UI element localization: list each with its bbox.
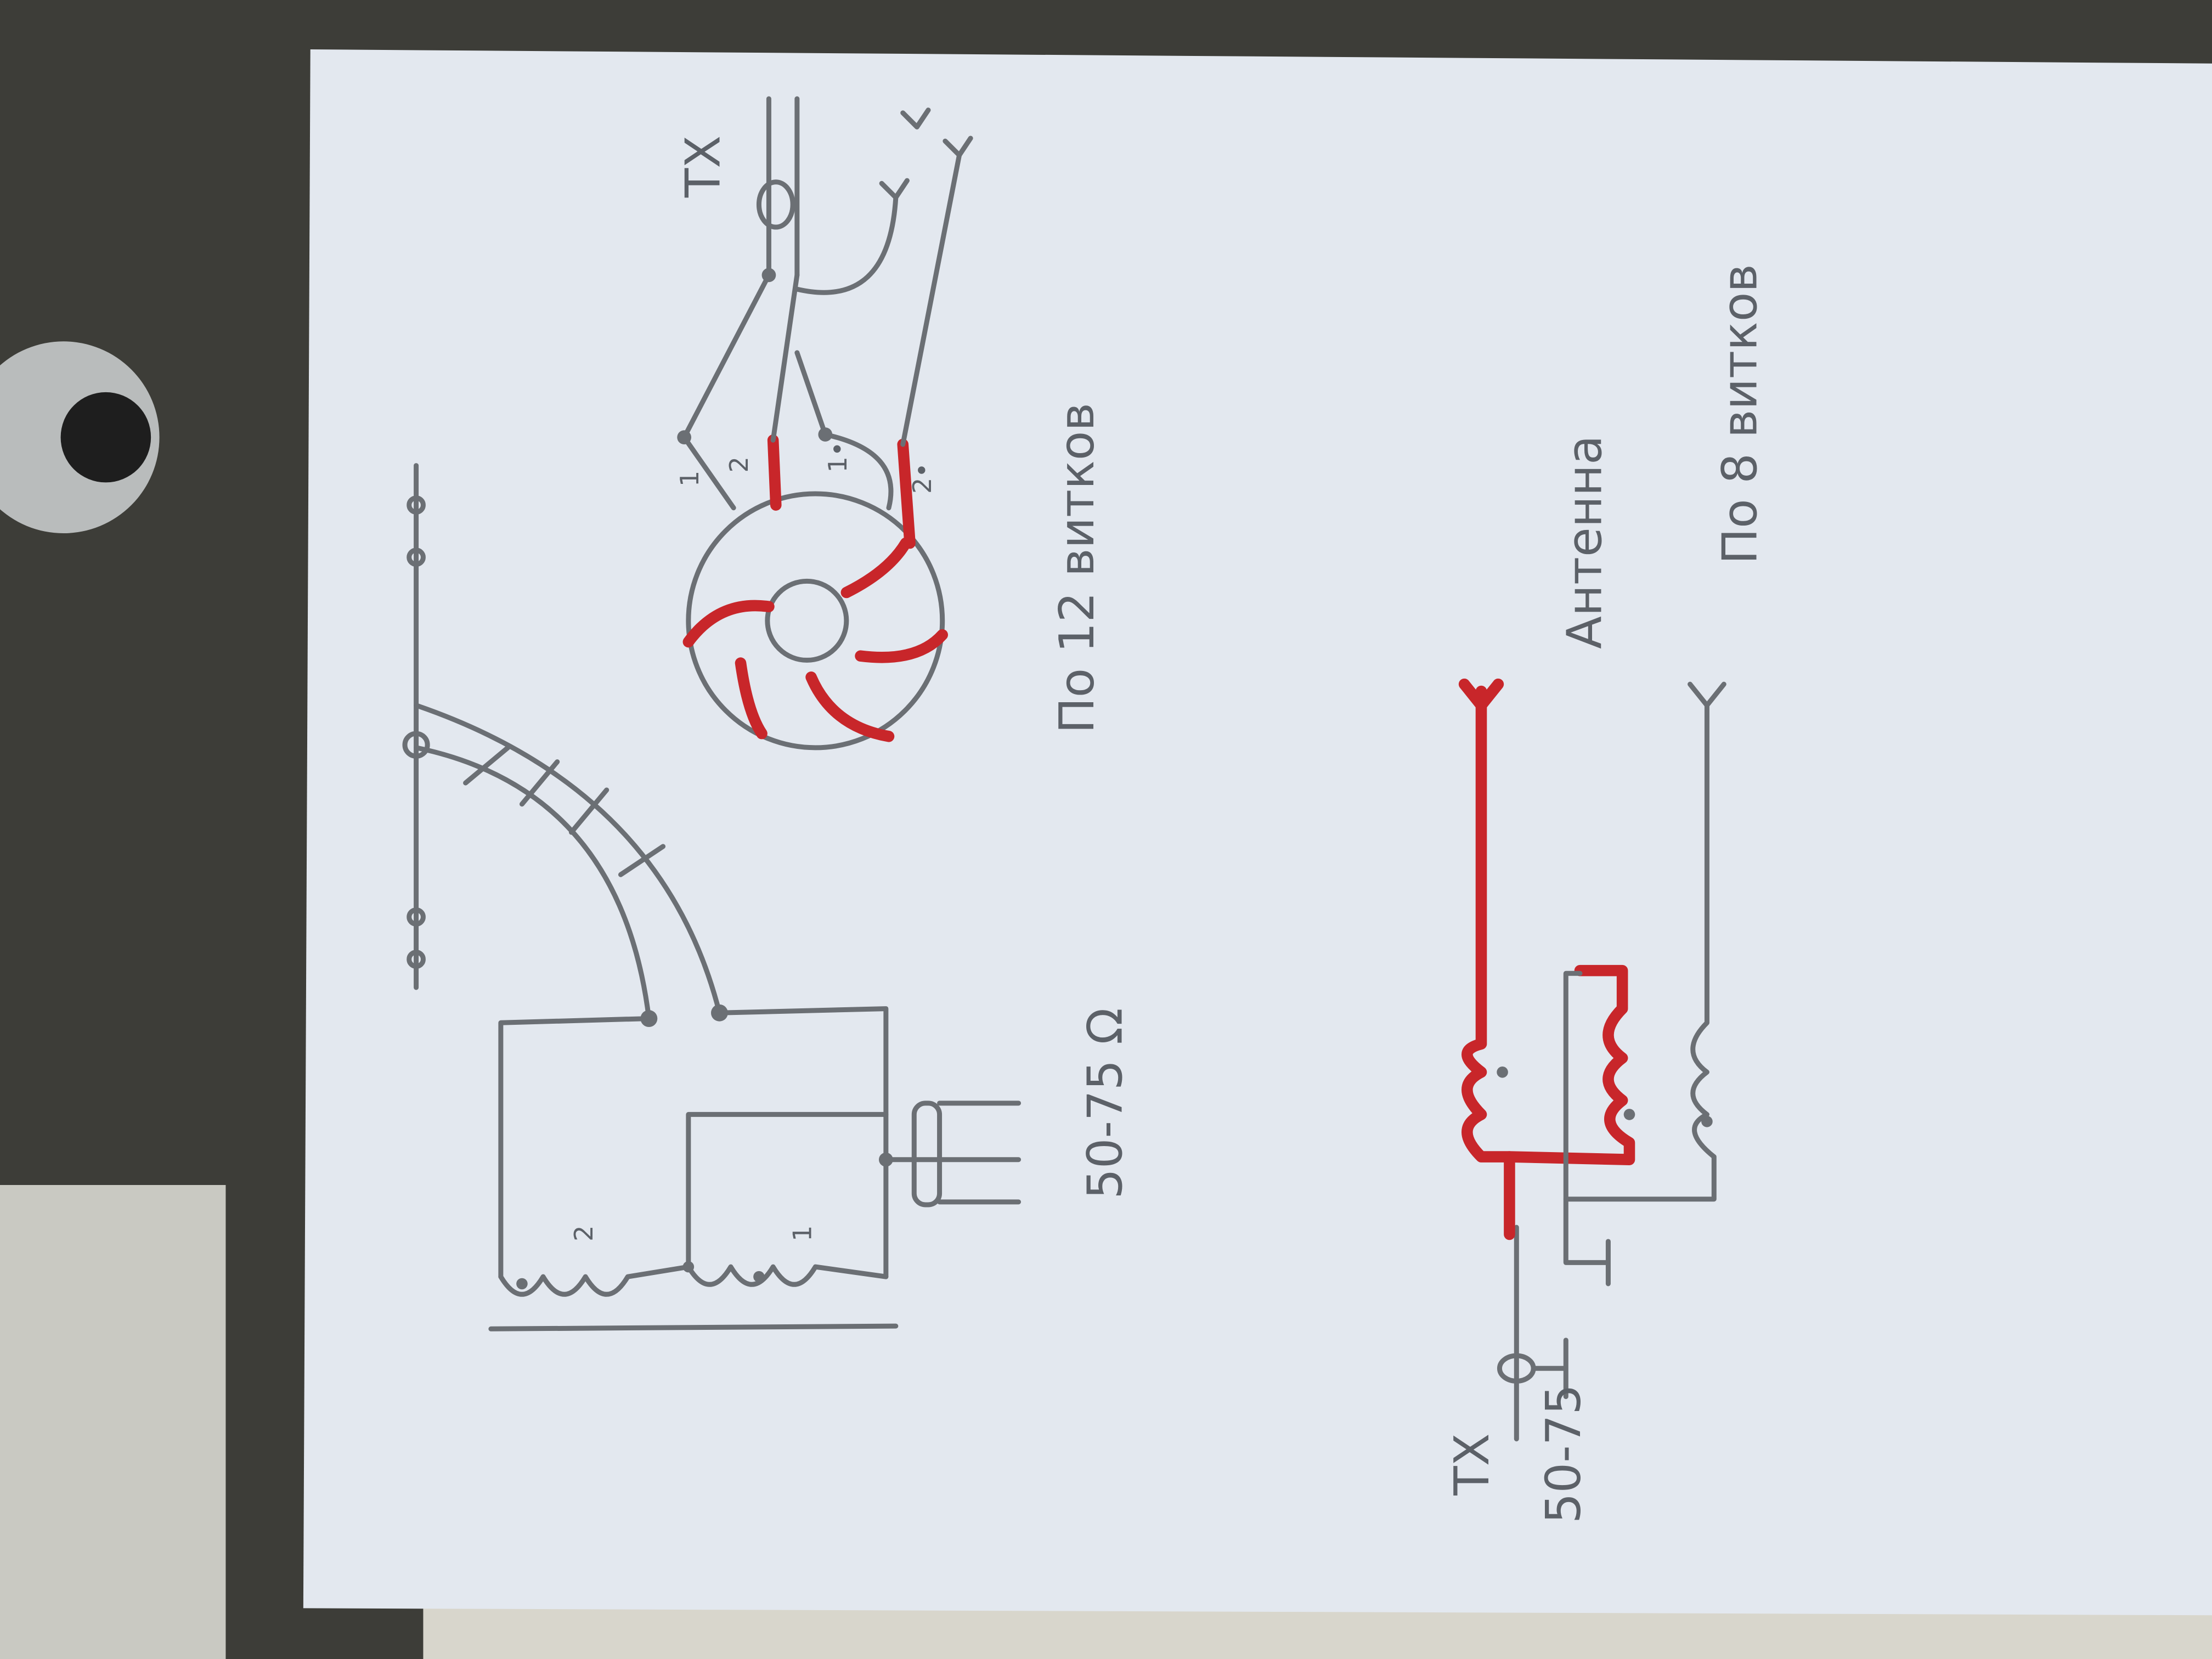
- turns-note-12: По 12 витков: [1049, 403, 1105, 733]
- round-object-hole: [60, 392, 151, 483]
- terminal-1: 1: [675, 471, 704, 487]
- terminal-2: 2: [724, 456, 754, 472]
- paper-edge: [423, 1608, 2212, 1659]
- antenna-label: Антенна: [1557, 435, 1613, 648]
- coil-label-1: 1: [788, 1225, 817, 1241]
- paper-sheet: [303, 49, 2212, 1616]
- white-object: [0, 1185, 226, 1659]
- impedance-label-top: 50-75 Ω: [1077, 1008, 1133, 1199]
- toroid-diagram: TX 1 2 1• 2•: [675, 96, 973, 751]
- tx-label-bottom: TX: [1444, 1433, 1500, 1496]
- coil-schematic: 2 1: [402, 463, 1022, 1331]
- impedance-label-bottom: 50-75: [1536, 1384, 1592, 1523]
- turns-note-8: По 8 витков: [1712, 264, 1768, 564]
- tx-label-top: TX: [675, 136, 731, 198]
- terminal-1-prime: 1•: [823, 442, 853, 473]
- terminal-2-prime: 2•: [907, 462, 937, 494]
- coil-label-2: 2: [569, 1225, 599, 1241]
- transformer-schematic: TX 50-75: [1444, 678, 1726, 1523]
